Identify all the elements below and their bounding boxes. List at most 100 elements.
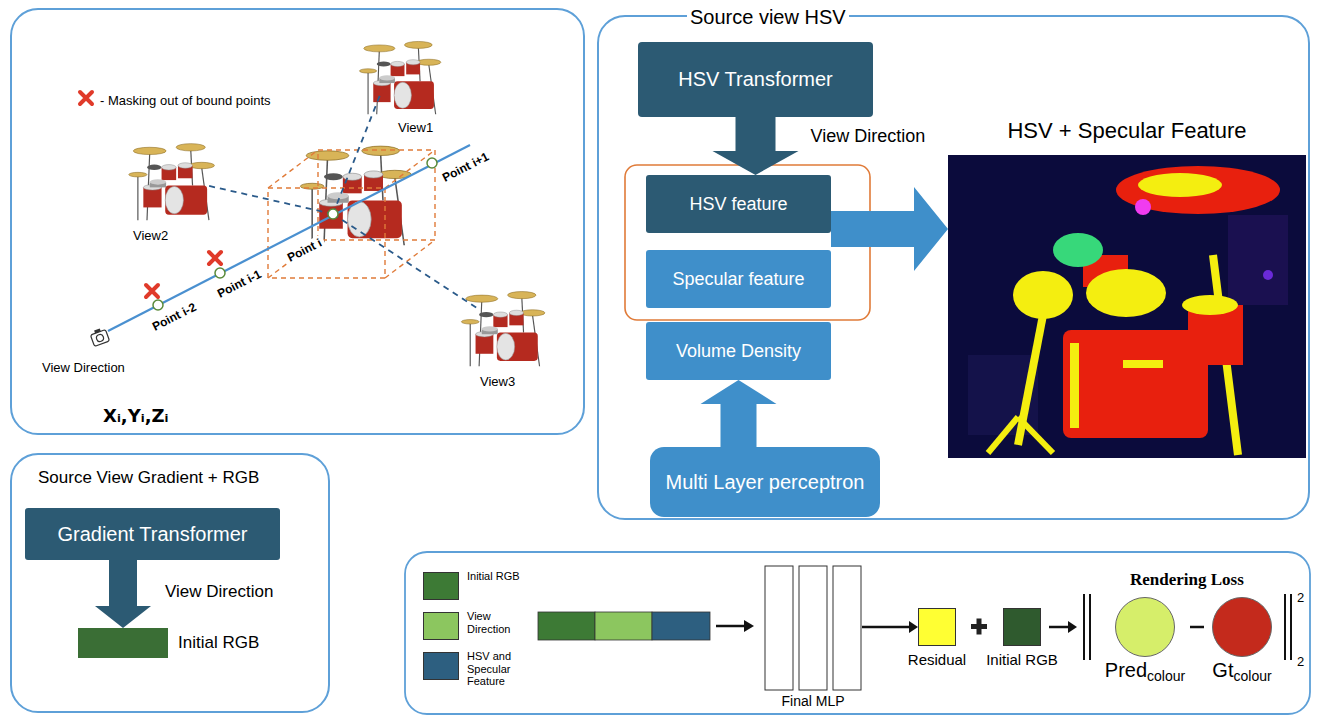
label-wrap: Point i — [281, 232, 327, 267]
projection-lines — [205, 95, 480, 310]
legend-text: View Direction — [467, 610, 529, 635]
caption-wrap: Initial RGB — [986, 651, 1058, 669]
sum-arrow-part — [1068, 621, 1077, 633]
legend-text-wrap: HSV and Specular Feature — [467, 650, 529, 688]
box-label: Volume Density — [676, 341, 801, 362]
flow-arrow-line — [862, 626, 909, 629]
input-arrow-part — [716, 625, 744, 628]
image-title: HSV + Specular Feature — [1007, 118, 1246, 143]
drum-kit — [461, 292, 545, 367]
label-wrap: View1 — [398, 118, 433, 136]
legend-swatch — [423, 612, 459, 640]
label-wrap: 2 — [1297, 652, 1304, 670]
annotation: - Masking out of bound points — [100, 93, 271, 108]
norm-bars-part — [1284, 594, 1286, 660]
sample-points-part — [215, 268, 225, 278]
hsv-feature-image-part — [1123, 360, 1163, 368]
flow-arrow-head — [909, 621, 918, 633]
norm-bars-part — [1089, 594, 1091, 660]
legend-text-wrap: View Direction — [467, 610, 529, 635]
hsv-panel: Source view HSVHSV TransformerHSV featur… — [597, 15, 1310, 520]
hsv-feature-image-part — [1018, 315, 1043, 445]
sample-points-part — [328, 209, 338, 219]
hsv-feature-image-part — [1086, 269, 1166, 317]
hsv-feature-image-part — [1070, 343, 1079, 428]
feature-image: HSV + Specular Feature — [948, 155, 1306, 458]
projection-lines-part — [333, 214, 480, 310]
mlp-layers-part — [765, 566, 793, 690]
bounding-box-part — [385, 240, 435, 278]
final-mlp: Final MLP — [764, 566, 862, 690]
box-label: HSV Transformer — [678, 68, 832, 91]
projection-lines-part — [205, 185, 333, 214]
hsv-feature-image — [948, 155, 1306, 458]
panel-title: Source view HSV — [687, 6, 849, 28]
label-wrap: 2 — [1297, 588, 1304, 606]
block-arrow — [95, 560, 151, 628]
norm-bars — [1084, 594, 1291, 660]
caption: Final MLP — [781, 693, 844, 709]
camera-icon-part — [96, 334, 105, 343]
caption-wrap: Final MLP — [781, 692, 844, 710]
concatenated-vector-part — [595, 612, 652, 640]
transformer-box: HSV Transformer — [638, 42, 873, 117]
caption-subscript: colour — [1233, 668, 1271, 684]
mlp-layers — [765, 566, 861, 690]
concatenated-vector — [538, 612, 710, 640]
mlp-box: Multi Layer perceptron — [650, 447, 880, 517]
rgb-square: Initial RGB — [1003, 608, 1041, 646]
transformer-box: Gradient Transformer — [25, 508, 280, 560]
plus-sign-part — [977, 619, 982, 635]
legend-text: HSV and Specular Feature — [467, 650, 529, 688]
camera-icon-part — [94, 329, 101, 334]
mlp-layers-part — [799, 566, 827, 690]
label-wrap: Point i+1 — [436, 145, 494, 187]
annotation: View Direction — [42, 360, 125, 375]
flow-arrow — [862, 621, 918, 633]
hsv-feature-image-part — [948, 155, 1306, 458]
input-arrow — [716, 620, 754, 632]
box-label: Specular feature — [672, 269, 804, 290]
projection-lines-part — [333, 95, 380, 214]
panel-title-wrap: Source View Gradient + RGB — [38, 468, 259, 488]
input-arrow-part — [744, 620, 754, 632]
point-label: Point i-1 — [212, 265, 266, 302]
point-label: Point i — [282, 234, 326, 266]
annotation: View2 — [133, 228, 168, 243]
caption: Pred — [1105, 659, 1147, 681]
sample-points-part — [153, 300, 163, 310]
caption: Initial RGB — [986, 651, 1058, 668]
block-arrow — [831, 187, 948, 271]
hsv-feature-image-part — [1018, 417, 1053, 453]
camera-icon — [89, 327, 109, 347]
scene-illustration — [80, 41, 545, 366]
legend-text-wrap: Initial RGB — [467, 570, 529, 583]
sample-points — [153, 158, 437, 310]
sum-arrow — [1049, 621, 1077, 633]
point-label: Point i-2 — [147, 298, 201, 335]
norm-exponent: 2 — [1297, 654, 1304, 669]
label-wrap: View3 — [480, 372, 515, 390]
feature-box: Specular feature — [646, 250, 831, 308]
caption: Residual — [908, 651, 966, 668]
drum-kit — [359, 41, 440, 114]
hsv-feature-image-part — [1063, 330, 1208, 438]
hsv-feature-image-part — [1053, 233, 1103, 267]
edge-label-wrap: View Direction — [165, 582, 273, 602]
hsv-feature-image-part — [1135, 199, 1151, 215]
hsv-feature-image-part — [1116, 166, 1280, 214]
norm-bars-part — [1290, 594, 1292, 660]
box-label: Gradient Transformer — [57, 523, 247, 546]
caption-wrap: Residual — [908, 651, 966, 669]
residual-square: Residual — [918, 608, 956, 646]
norm-exponent: 2 — [1297, 590, 1304, 605]
side-label-wrap: Initial RGB — [178, 633, 259, 653]
plus-sign — [971, 619, 987, 635]
bounding-box-part — [318, 150, 435, 240]
bounding-box-part — [268, 150, 318, 188]
bounding-box-part — [268, 188, 385, 278]
hsv-feature-image-part — [1228, 215, 1288, 305]
sum-arrow-part — [1049, 626, 1068, 629]
caption: Gt — [1212, 659, 1233, 681]
caption-wrap: Predcolour — [1105, 659, 1185, 684]
